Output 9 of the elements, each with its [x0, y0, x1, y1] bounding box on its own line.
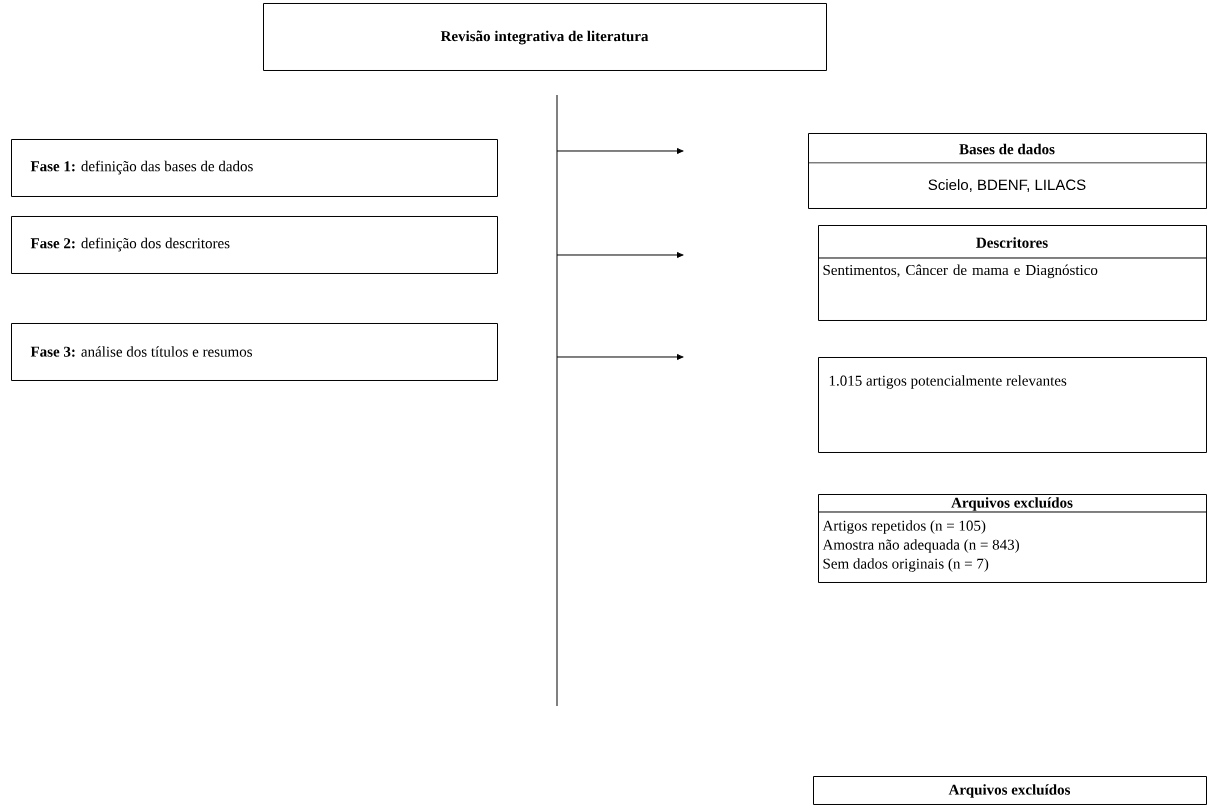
title-box: Revisão integrativa de literatura [263, 3, 827, 71]
descriptor-box: Descritores Sentimentos, Câncer de mama e Diagnóstico [817, 225, 1207, 321]
database-box: Bases de dados Scielo, BDENF, LILACS [807, 133, 1207, 209]
phase-box: Fase 2: definição dos descritores [11, 216, 498, 274]
phase-box: Fase 3: análise dos títulos e resumos [11, 323, 498, 381]
exclusion-box: Arquivos excluídos [813, 776, 1207, 805]
result-box: 1.015 artigos potencialmente relevantes [818, 357, 1207, 453]
exclusion-box: Arquivos excluídos Artigos repetidos (n = 105) Amostra não adequada (n = 843) Sem dados originais (n = 7) [817, 494, 1207, 583]
phase-box: Fase 1: definição das bases de dados [11, 139, 498, 197]
